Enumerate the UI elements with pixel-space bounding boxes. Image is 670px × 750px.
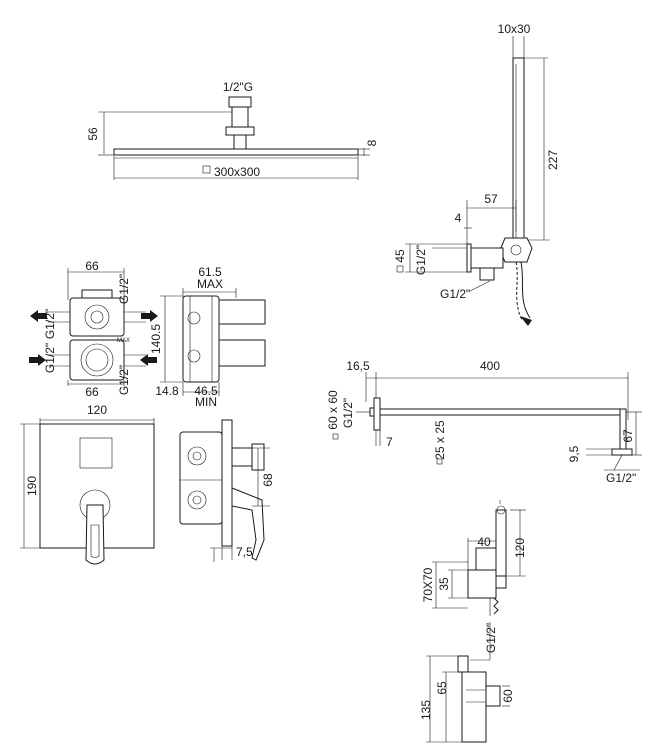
hand-shower-length-label: 227 [546, 150, 560, 170]
cover-plate-front-drawing: 120 190 [20, 403, 155, 565]
bracket-top [475, 547, 497, 571]
bracket-clip [495, 575, 507, 589]
wall-arm-gap-label: 7 [386, 435, 393, 449]
wall-arm-length-label: 400 [480, 359, 500, 373]
hand-shower-section-label: 10x30 [498, 22, 531, 36]
hand-shower-outlet-size-label: 45 [393, 249, 407, 263]
side-valve-body [179, 431, 223, 525]
bracket-size-label: 70X70 [421, 567, 435, 602]
elbow-thread-label: G1/2" [484, 623, 498, 653]
lower-cartridge [218, 339, 266, 367]
wall-arm-tube [379, 408, 621, 416]
outlet-nipple [479, 267, 495, 281]
elbow-depth-label: 60 [501, 689, 515, 703]
wall-arm-drawing: 16,5 400 60 x 60 G1/2" 7 25 x 25 67 9,5 [326, 359, 642, 485]
shower-head-plate [113, 148, 359, 156]
lever-handle [85, 504, 105, 565]
wall-arm-tube-section-label: 25 x 25 [433, 420, 447, 460]
outlet-arrow-left-icon [30, 310, 47, 322]
hand-shower-offset-label: 57 [484, 192, 498, 206]
wall-arm-plate-depth-label: 16,5 [346, 359, 370, 373]
hand-shower-lip-label: 4 [455, 211, 462, 225]
upper-valve-cap [81, 289, 113, 299]
wall-arm-thread-label: G1/2" [341, 398, 355, 428]
cover-plate-width-label: 120 [87, 403, 107, 417]
shower-head-size-label: 300x300 [214, 165, 260, 179]
mixer-front-top-width-label: 66 [85, 259, 99, 273]
elbow-drawing: G1/2" 135 65 60 [419, 622, 515, 743]
upper-valve-body [69, 297, 125, 337]
bracket-rod [495, 509, 507, 577]
wall-arm-drop-label: 67 [621, 429, 635, 443]
mixer-front-thread-top-left: G1/2" [43, 309, 57, 339]
mixer-body-side-drawing: 61.5 MAX 140.5 14.8 46.5 MIN [149, 265, 266, 409]
mixer-side-body [182, 295, 220, 383]
bracket-width-label: 40 [477, 535, 491, 549]
shower-head-nut [228, 96, 252, 108]
hand-shower-wand [512, 57, 525, 239]
mixer-side-min-label: MIN [195, 395, 217, 409]
inlet-arrow-left-icon [29, 354, 46, 366]
hand-shower-drawing: 10x30 227 57 4 45 G1/2" G1/2" [393, 22, 560, 326]
bracket-drawing: 40 120 70X70 35 [421, 500, 527, 616]
wall-arm-plate-size-label: 60 x 60 [326, 390, 340, 430]
shower-head-collar [225, 126, 255, 136]
svg-text:MAX: MAX [117, 338, 130, 344]
bracket-height-label: 120 [513, 538, 527, 558]
outlet-body [470, 247, 504, 269]
cover-plate-depth-label: 68 [261, 473, 275, 487]
shower-head-thickness-label: 8 [365, 139, 379, 146]
mixer-side-height-label: 140.5 [149, 324, 163, 354]
mixer-side-depth-max-label: 61.5 [198, 265, 222, 279]
elbow-outlet [485, 685, 501, 707]
mixer-front-thread-bottom-left: G1/2" [43, 343, 57, 373]
elbow-center-label: 65 [435, 681, 449, 695]
shower-head-thread-label: 1/2"G [223, 80, 253, 94]
cover-plate-side-drawing: 7,5 68 [179, 419, 275, 562]
cover-plate-height-label: 190 [25, 476, 39, 496]
hand-shower-side-thread-label: G1/2" [414, 245, 428, 275]
square-symbol-icon [332, 433, 339, 440]
hand-shower-holder [499, 237, 533, 263]
outlet-arrow-right-icon [141, 310, 158, 322]
wall-arm-outlet-thread-label: G1/2" [606, 471, 636, 485]
side-diverter-knob [231, 447, 253, 467]
elbow-height-label: 135 [419, 700, 433, 720]
shower-head-stem [231, 106, 249, 128]
lower-valve-body [69, 339, 125, 381]
upper-cartridge [218, 299, 266, 325]
shower-head-drawing: 1/2"G 56 8 300x300 [86, 80, 379, 180]
inlet-arrow-right-icon [140, 354, 157, 366]
elbow-top-nipple [457, 655, 469, 673]
cover-plate-thickness-label: 7,5 [236, 545, 253, 559]
mixer-side-max-label: MAX [197, 277, 223, 291]
square-symbol-icon [436, 458, 443, 465]
bracket-body [467, 569, 497, 599]
mixer-front-bottom-width-label: 66 [85, 385, 99, 399]
elbow-body [461, 671, 487, 743]
wall-arm-outlet-height-label: 9,5 [567, 445, 581, 462]
shower-head-height-label: 56 [86, 127, 100, 141]
bracket-depth-label: 35 [437, 577, 451, 591]
square-symbol-icon [202, 165, 211, 174]
diverter-knob [79, 437, 113, 469]
hand-shower-hose [515, 261, 523, 321]
mixer-side-setback-label: 14.8 [155, 384, 179, 398]
bracket-thread-icon [493, 597, 499, 615]
wall-arm-outlet [611, 448, 633, 456]
wall-arm-plate [373, 397, 381, 431]
square-symbol-icon [396, 265, 404, 273]
wall-arm-nipple [369, 407, 375, 417]
mixer-front-thread-top-right: G1/2" [117, 274, 131, 304]
mixer-body-front-drawing: 66 MAX G1/2" G1/2" G1/2" G1/2" 66 [29, 259, 158, 399]
shower-head-neck [233, 134, 247, 150]
mixer-side-depth-min-label: 46.5 [194, 384, 218, 398]
hand-shower-bottom-thread-label: G1/2" [440, 287, 470, 301]
side-plate [221, 419, 233, 547]
wall-flange [466, 243, 472, 273]
